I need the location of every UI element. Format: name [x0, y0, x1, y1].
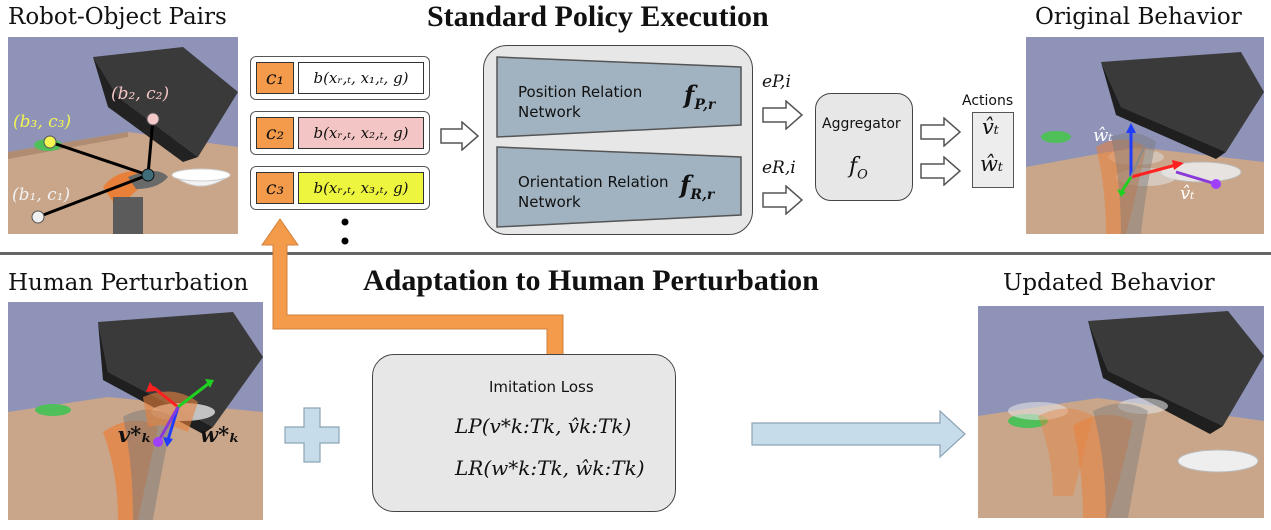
pair-box-2: c₂ b(xᵣ,ₜ, x₂,ₜ, g): [250, 111, 430, 155]
position-network-symbol: fP,r: [684, 80, 716, 113]
feedback-arrow: [261, 218, 564, 356]
pair-c-2: c₂: [256, 117, 294, 149]
human-perturbation-render: [8, 312, 263, 520]
aggregator-box: [815, 93, 913, 201]
label-b3-c3: (b₃, c₃): [13, 112, 72, 132]
arrow-aggregator-to-w: [920, 156, 962, 186]
label-b1-c1: (b₁, c₁): [12, 185, 71, 205]
orientation-network-label: Orientation Relation Network: [518, 173, 669, 211]
label-v-hat-original: v̂ₜ: [1180, 183, 1195, 204]
arrow-pairs-to-network: [440, 121, 480, 151]
updated-behavior-render: [978, 311, 1264, 518]
pair-c-3: c₃: [256, 172, 294, 204]
e-r-label: eR,i: [762, 158, 796, 178]
imitation-loss-title: Imitation Loss: [489, 378, 594, 396]
action-w-hat: ŵₜ: [980, 152, 1004, 176]
section-divider: [0, 252, 1271, 255]
label-v-star: v*ₖ: [118, 422, 153, 447]
pair-box-3: c₃ b(xᵣ,ₜ, x₃,ₜ, g): [250, 166, 430, 210]
original-behavior-title: Original Behavior: [1035, 4, 1242, 30]
green-bowl: [1041, 131, 1071, 143]
robot-object-pairs-render: [8, 47, 238, 234]
position-network-label: Position Relation Network: [518, 83, 643, 121]
actions-box: [972, 112, 1014, 188]
plus-sign: [284, 407, 340, 463]
arrow-position-to-aggregator: [762, 100, 804, 130]
pair-b-3: b(xᵣ,ₜ, x₃,ₜ, g): [298, 172, 424, 204]
position-network-shape: [496, 56, 742, 138]
original-behavior-render: [1026, 52, 1264, 234]
adaptation-title: Adaptation to Human Perturbation: [363, 264, 819, 297]
label-b2-c2: (b₂, c₂): [111, 84, 170, 104]
white-bowl: [171, 168, 231, 182]
green-bowl: [35, 404, 71, 416]
orientation-network-shape: [496, 146, 742, 228]
label-w-hat-original: ŵₜ: [1093, 125, 1113, 146]
arrow-orientation-to-aggregator: [762, 185, 804, 215]
orientation-network-symbol: fR,r: [680, 170, 715, 203]
robot-object-pairs-scene: (b₁, c₁) (b₂, c₂) (b₃, c₃): [8, 37, 238, 234]
original-behavior-scene: ŵₜ v̂ₜ: [1026, 37, 1264, 234]
robot-object-pairs-title: Robot-Object Pairs: [8, 4, 227, 30]
pair-c-1: c₁: [256, 62, 294, 94]
updated-behavior-title: Updated Behavior: [1003, 270, 1215, 296]
updated-behavior-scene: [978, 306, 1264, 518]
aggregator-label: Aggregator: [822, 116, 901, 132]
arrow-to-updated-behavior: [751, 409, 966, 459]
actions-label: Actions: [962, 93, 1014, 109]
pair-b-2: b(xᵣ,ₜ, x₂,ₜ, g): [298, 117, 424, 149]
aggregator-symbol: fO: [849, 154, 868, 183]
label-w-star: w*ₖ: [200, 422, 241, 447]
loss-lr: LR(w*k:Tk, ŵk:Tk): [455, 456, 645, 480]
human-perturbation-title: Human Perturbation: [8, 270, 249, 296]
e-p-label: eP,i: [762, 72, 791, 92]
arrow-aggregator-to-v: [920, 117, 962, 147]
human-perturbation-scene: v*ₖ w*ₖ: [8, 302, 263, 520]
pair-box-1: c₁ b(xᵣ,ₜ, x₁,ₜ, g): [250, 56, 430, 100]
relation-network-trapezoids: [496, 56, 742, 228]
ellipsis-dots: [341, 218, 349, 245]
loss-lp: LP(v*k:Tk, v̂k:Tk): [455, 414, 632, 438]
white-bowl: [1177, 449, 1259, 473]
standard-policy-execution-title: Standard Policy Execution: [427, 0, 769, 33]
imitation-loss-box: [372, 354, 676, 512]
action-v-hat: v̂ₜ: [982, 115, 1000, 139]
pair-b-1: b(xᵣ,ₜ, x₁,ₜ, g): [298, 62, 424, 94]
